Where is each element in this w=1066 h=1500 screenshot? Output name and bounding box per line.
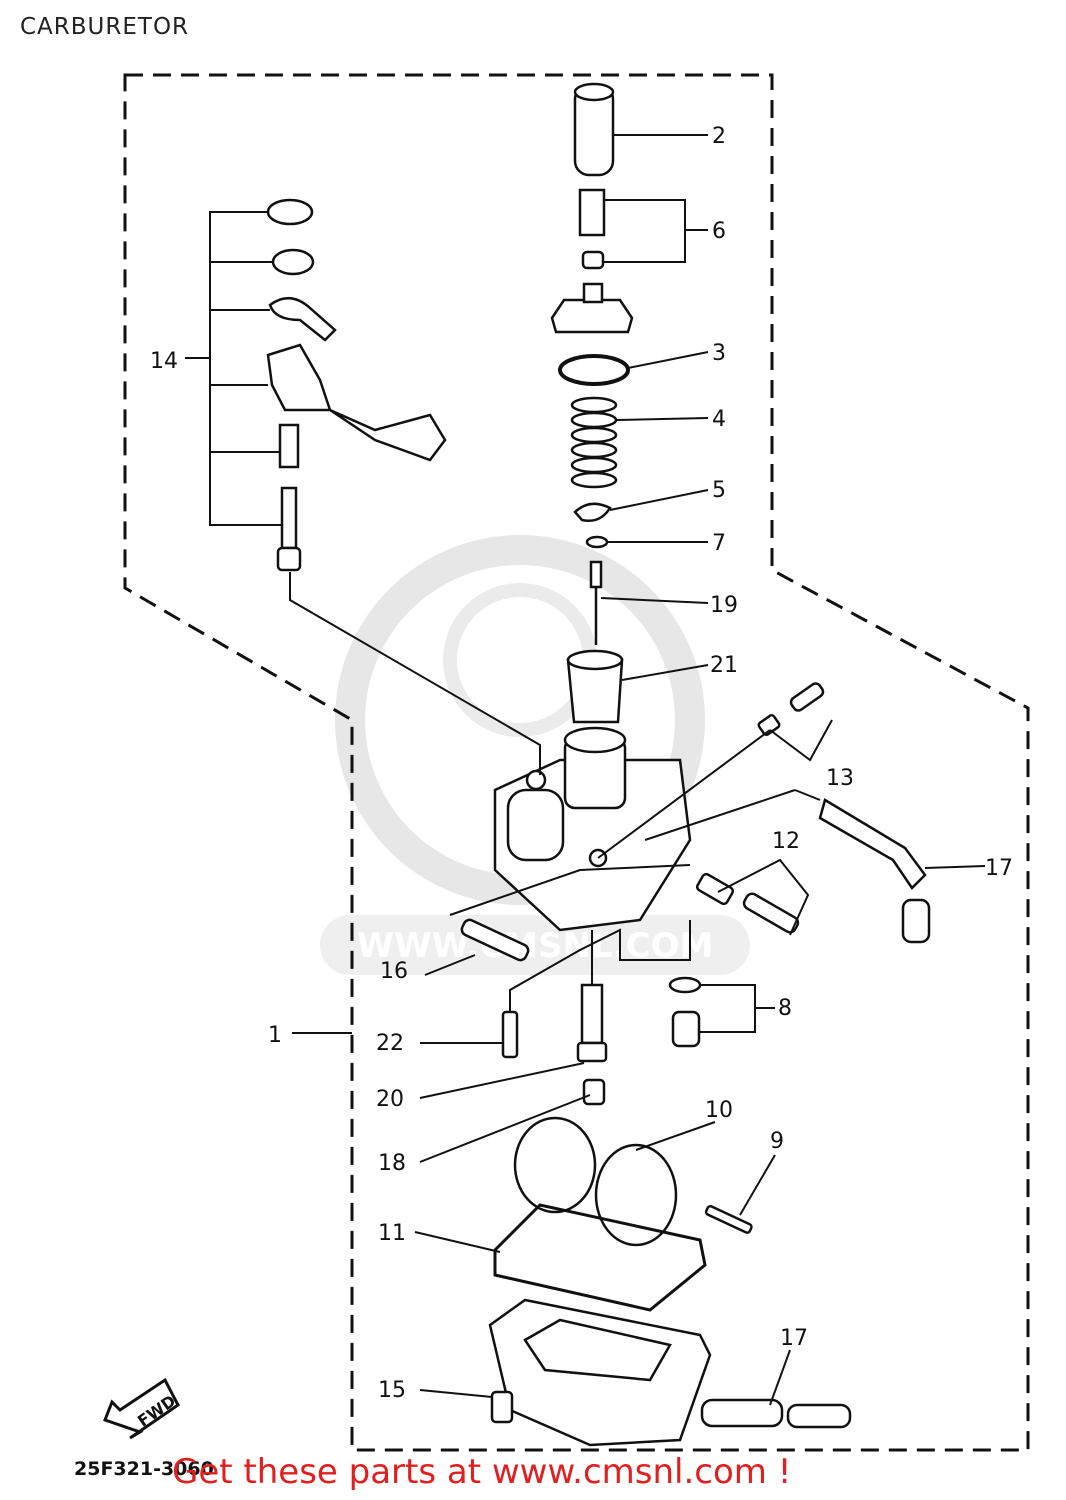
part-15-screw	[490, 1390, 514, 1424]
part-19-jet-needle	[589, 560, 603, 645]
label-part-13: 13	[826, 766, 854, 791]
label-part-12: 12	[772, 829, 800, 854]
part-20-needle-jet	[576, 983, 608, 1063]
label-part-11: 11	[378, 1221, 406, 1246]
part-5-retainer	[573, 502, 612, 522]
label-part-7: 7	[712, 531, 726, 556]
part-13-pilot-screw	[757, 682, 825, 736]
leader-lines	[185, 134, 986, 1406]
part-14-choke-assembly	[266, 198, 447, 572]
label-part-14: 14	[150, 349, 178, 374]
label-part-17-lower: 17	[780, 1326, 808, 1351]
diagram-code: 25F321-3060	[74, 1458, 214, 1480]
label-part-17-upper: 17	[985, 856, 1013, 881]
label-part-15: 15	[378, 1378, 406, 1403]
carburetor-body	[493, 726, 692, 932]
part-22-pilot-jet	[501, 1010, 519, 1059]
part-17-hose-upper	[818, 798, 931, 944]
part-4-spring	[570, 396, 618, 489]
part-10-float	[513, 1116, 678, 1247]
label-part-22: 22	[376, 1031, 404, 1056]
label-part-20: 20	[376, 1087, 404, 1112]
page-title: CARBURETOR	[20, 14, 190, 40]
footer-shop-link[interactable]: Get these parts at www.cmsnl.com !	[172, 1452, 792, 1492]
float-chamber-bowl	[488, 1298, 712, 1447]
label-part-1: 1	[268, 1023, 282, 1048]
part-11-float-chamber-gasket	[493, 1203, 707, 1312]
part-12-throttle-stop-screw	[695, 872, 800, 934]
part-21-throttle-valve	[566, 649, 624, 724]
mixing-chamber-cap	[550, 282, 634, 334]
part-3-gasket	[558, 354, 630, 386]
part-17-hose-lower	[700, 1398, 852, 1429]
part-labels: 2 6 3 4 5 7 19 21 14 13 12 17 16 8 1 22 …	[150, 124, 1013, 1403]
label-part-4: 4	[712, 407, 726, 432]
watermark-logo: WWW.CMSNL.COM	[320, 535, 750, 975]
assembly-boundary	[123, 73, 1030, 1452]
label-part-18: 18	[378, 1151, 406, 1176]
part-7-clip	[585, 535, 609, 549]
label-part-5: 5	[712, 478, 726, 503]
part-8-drain-plug	[668, 976, 702, 1048]
label-part-3: 3	[712, 341, 726, 366]
part-16-screw	[460, 918, 530, 962]
fwd-arrow-icon: FWD	[103, 1377, 180, 1440]
label-part-19: 19	[710, 593, 738, 618]
part-18-main-jet	[582, 1078, 606, 1106]
label-part-8: 8	[778, 996, 792, 1021]
label-part-2: 2	[712, 124, 726, 149]
part-6-adjuster	[578, 188, 606, 270]
label-part-9: 9	[770, 1129, 784, 1154]
label-part-16: 16	[380, 959, 408, 984]
label-part-21: 21	[710, 653, 738, 678]
part-2-cap	[573, 82, 615, 177]
part-9-float-pin	[704, 1204, 753, 1234]
label-part-6: 6	[712, 219, 726, 244]
label-part-10: 10	[705, 1098, 733, 1123]
